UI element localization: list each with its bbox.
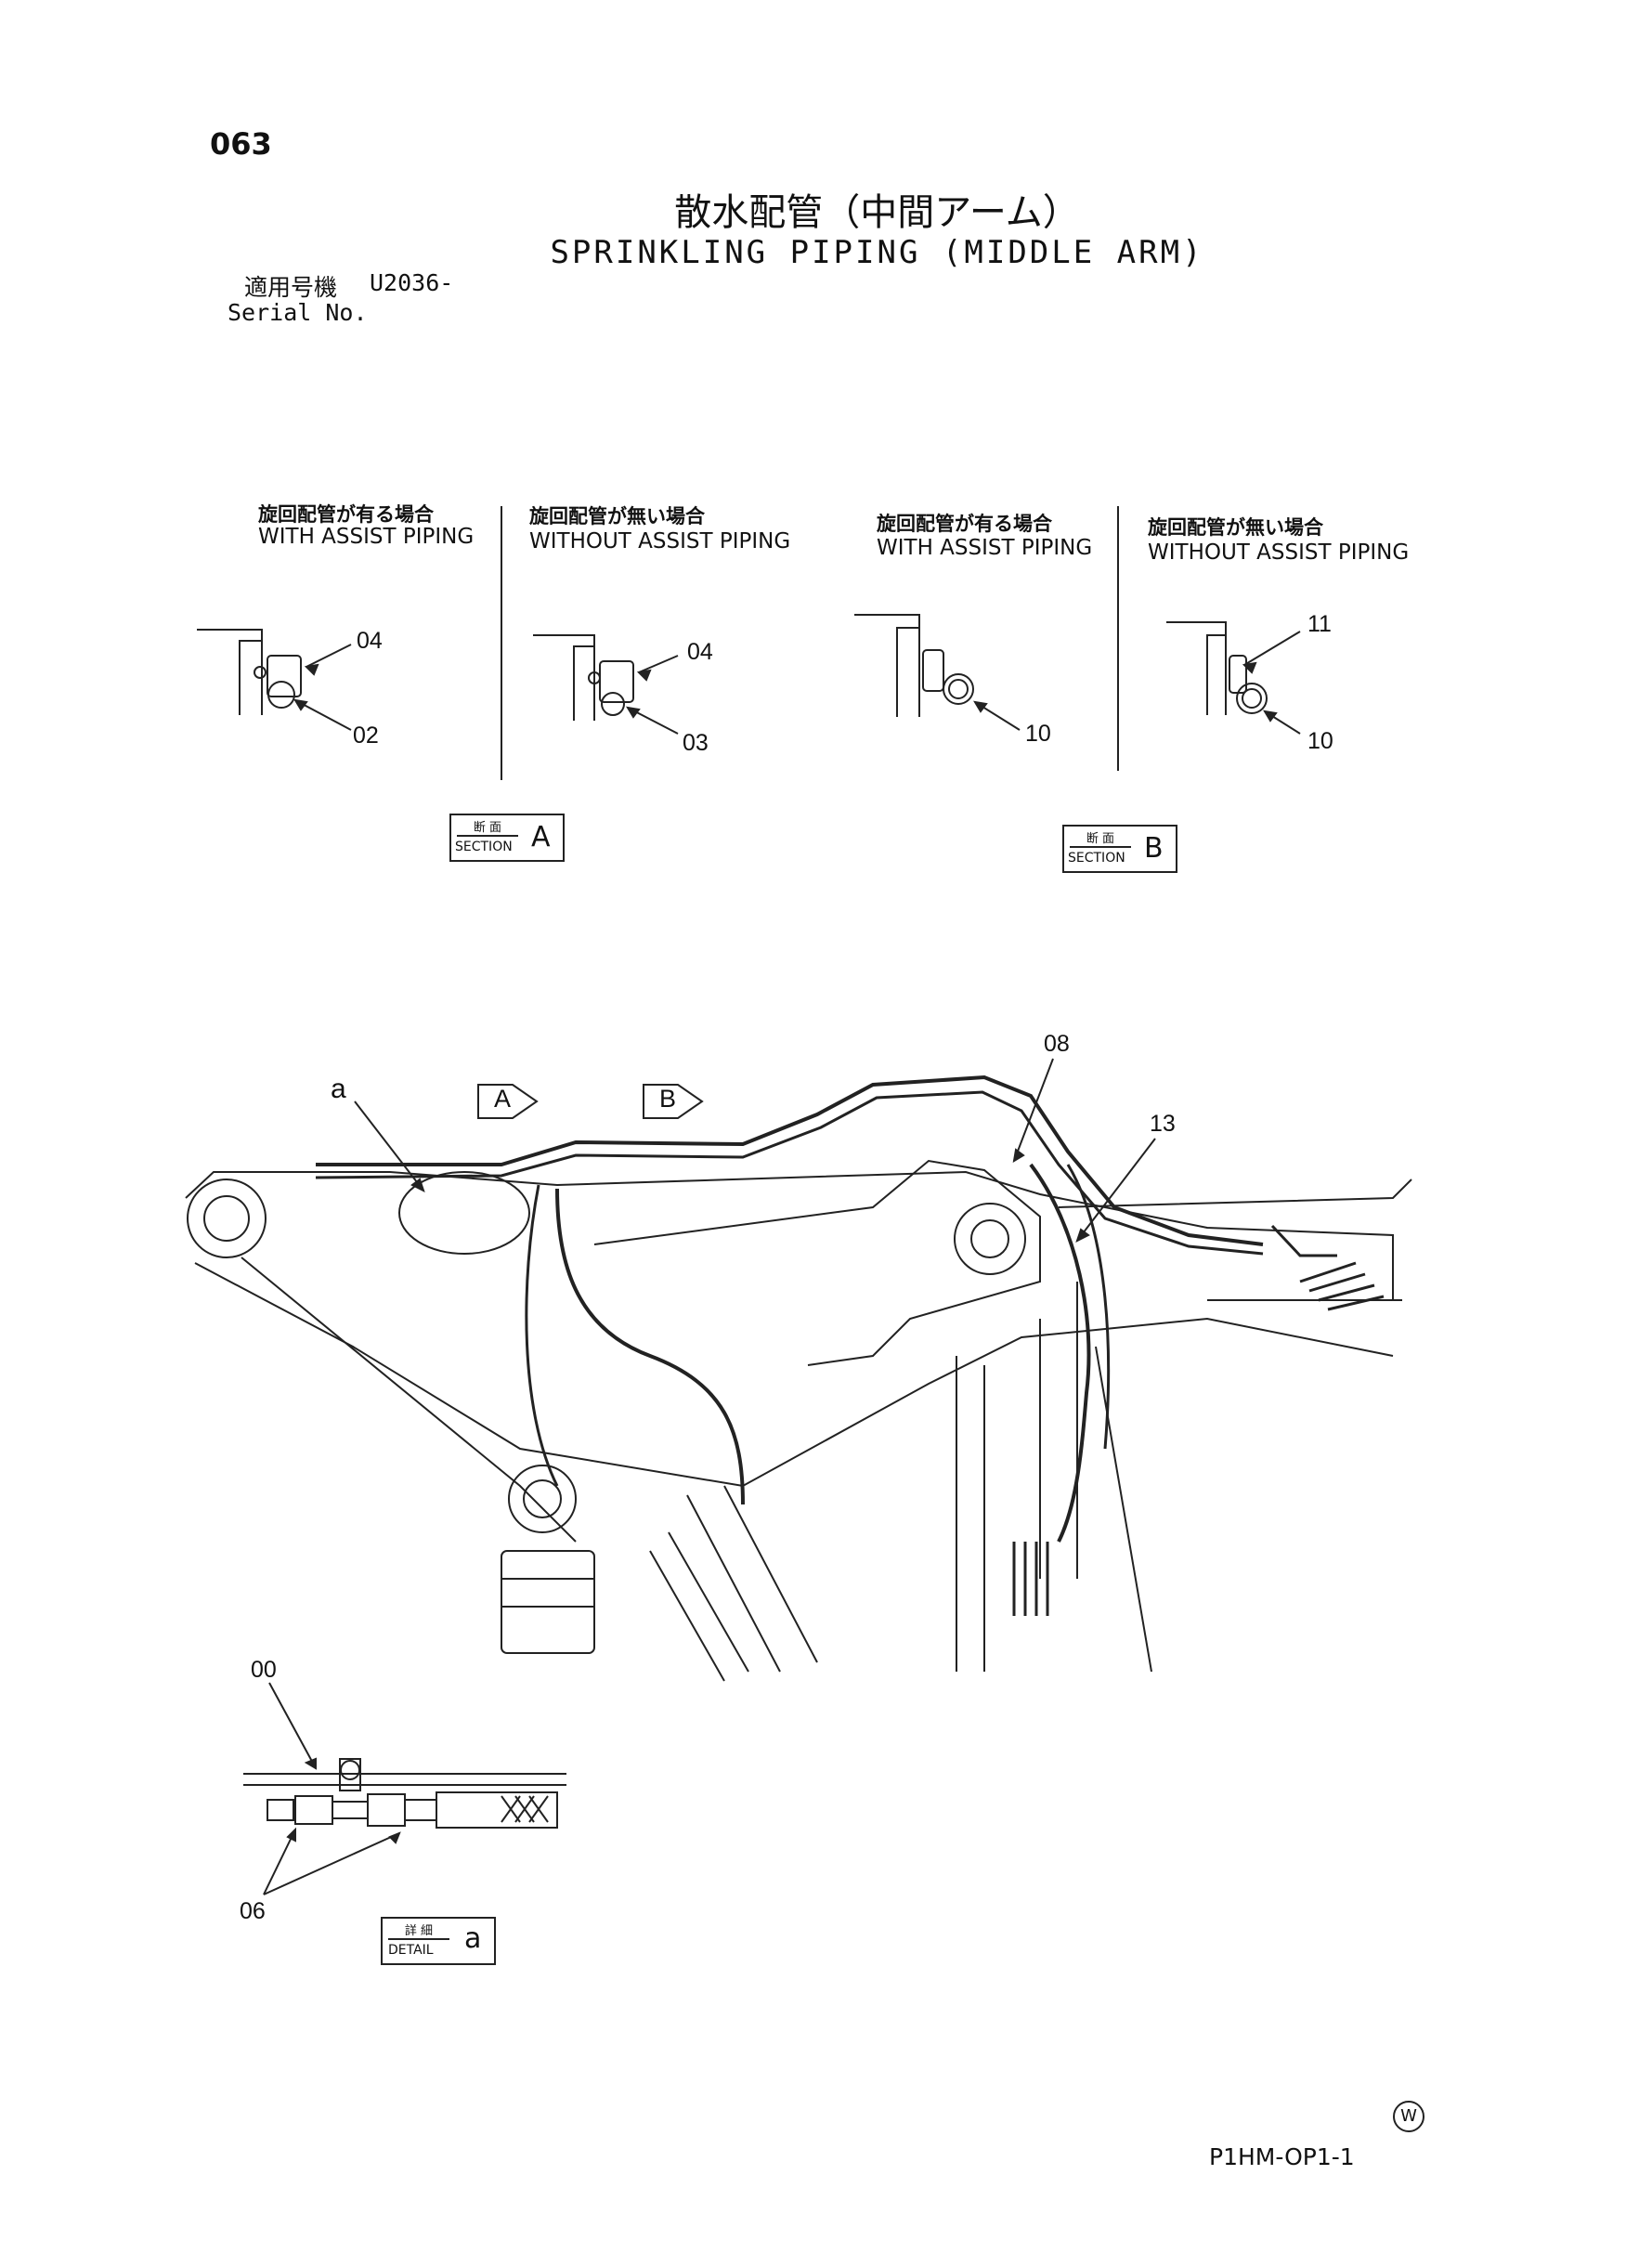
callout-00: 00 xyxy=(251,1657,277,1683)
callout-13: 13 xyxy=(1150,1111,1176,1137)
section-a-view1-caption-en: WITH ASSIST PIPING xyxy=(258,525,475,549)
callout-02: 02 xyxy=(353,723,379,749)
serial-label-en: Serial No. xyxy=(228,299,368,326)
callout-04-a2: 04 xyxy=(687,639,713,665)
callout-a-main: a xyxy=(331,1074,346,1104)
section-b-view1-caption-jp: 旋回配管が有る場合 xyxy=(877,513,1052,535)
detail-a-tag-en: DETAIL xyxy=(388,1943,434,1958)
section-a-view2-caption-jp: 旋回配管が無い場合 xyxy=(529,505,705,527)
page-title-en: SPRINKLING PIPING (MIDDLE ARM) xyxy=(550,234,1204,271)
section-b-tag: 断 面 SECTION B xyxy=(1062,825,1177,873)
page-number: 063 xyxy=(210,126,272,162)
detail-a-tag-letter: a xyxy=(464,1922,482,1955)
section-a-tag-en: SECTION xyxy=(455,840,513,854)
section-b-view2-caption-jp: 旋回配管が無い場合 xyxy=(1148,516,1323,539)
serial-label-jp: 適用号機 xyxy=(244,274,338,301)
callout-03: 03 xyxy=(683,730,709,756)
callout-08: 08 xyxy=(1044,1031,1070,1057)
section-a-view2-figure xyxy=(533,634,679,735)
section-b-tag-jp: 断 面 xyxy=(1070,828,1131,848)
view-arrow-b-label: B xyxy=(659,1085,677,1113)
callout-04-a1: 04 xyxy=(357,628,383,654)
callout-06: 06 xyxy=(240,1898,266,1924)
callout-11: 11 xyxy=(1307,611,1332,637)
detail-a-tag: 詳 細 DETAIL a xyxy=(381,1917,496,1965)
detail-a-figure xyxy=(243,1682,566,1895)
section-a-view1-figure xyxy=(197,629,352,731)
view-arrow-a xyxy=(477,1084,539,1119)
section-b-view2-figure xyxy=(1166,621,1301,735)
section-b-tag-letter: B xyxy=(1144,832,1164,865)
section-a-view2-caption-en: WITHOUT ASSIST PIPING xyxy=(529,529,791,553)
section-a-tag-jp: 断 面 xyxy=(457,817,518,837)
section-a-tag: 断 面 SECTION A xyxy=(449,814,565,862)
detail-a-tag-jp: 詳 細 xyxy=(388,1921,449,1940)
serial-value: U2036- xyxy=(370,269,454,296)
section-b-view1-figure xyxy=(854,614,1021,731)
section-a-tag-letter: A xyxy=(531,821,551,853)
mark-w: W xyxy=(1393,2101,1424,2132)
callout-10-b2: 10 xyxy=(1307,728,1333,754)
view-arrow-b xyxy=(643,1084,704,1119)
callout-10-b1: 10 xyxy=(1025,721,1051,747)
view-arrow-a-label: A xyxy=(494,1085,512,1113)
section-b-view2-caption-en: WITHOUT ASSIST PIPING xyxy=(1148,540,1410,565)
section-a-view1-caption-jp: 旋回配管が有る場合 xyxy=(258,503,434,526)
section-b-tag-en: SECTION xyxy=(1068,851,1125,866)
middle-arm-figure xyxy=(185,1058,1412,1682)
drawing-code: P1HM-OP1-1 xyxy=(1209,2143,1355,2170)
page-title-jp: 散水配管（中間アーム） xyxy=(674,191,1080,234)
section-b-view1-caption-en: WITH ASSIST PIPING xyxy=(877,536,1093,560)
